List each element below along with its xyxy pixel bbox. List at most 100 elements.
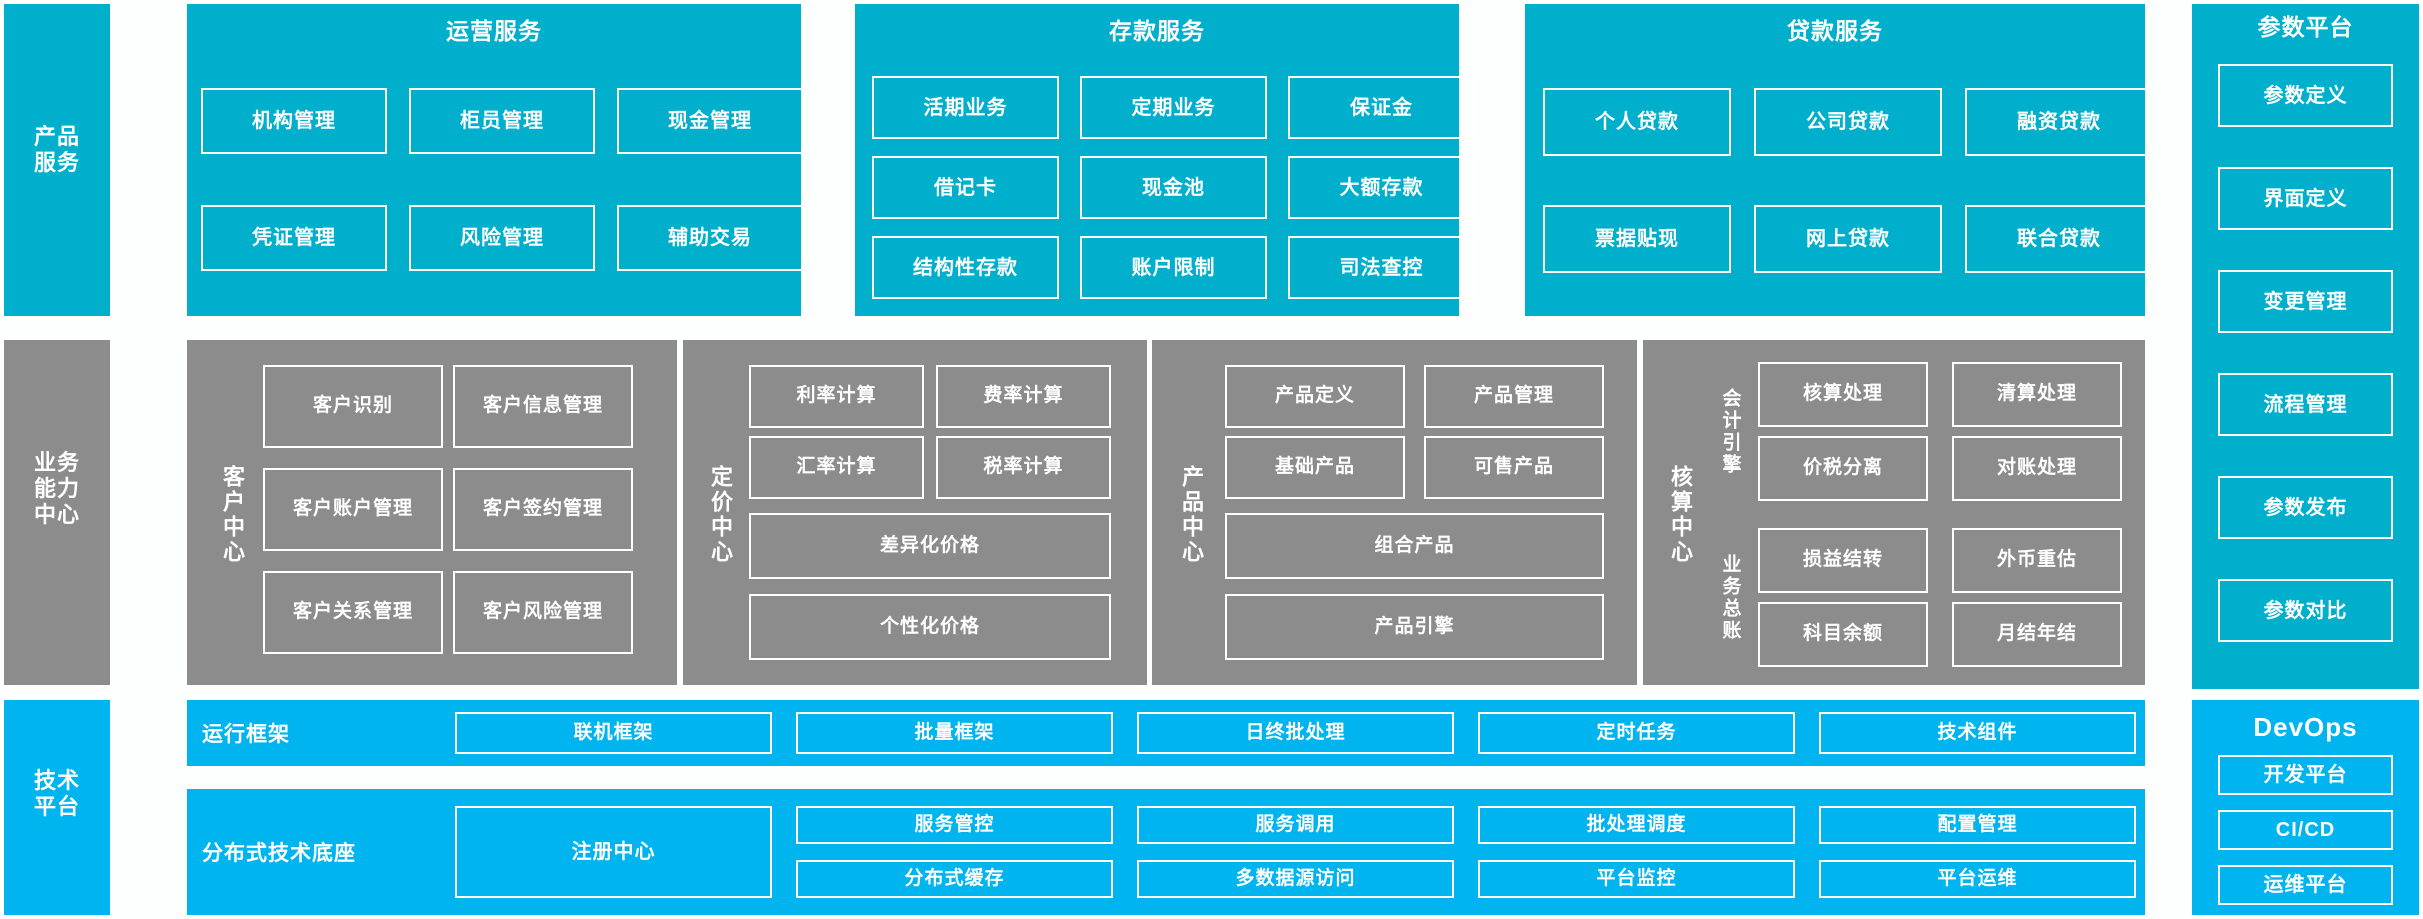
group-title-loan: 贷款服务: [1787, 18, 1883, 44]
card-loan-1[interactable]: 公司贷款: [1754, 88, 1942, 156]
card-base-bottom-2[interactable]: 平台监控: [1478, 860, 1795, 898]
card-pricing-2[interactable]: 汇率计算: [749, 436, 924, 499]
group-customer-center[interactable]: 客户中心 客户识别 客户信息管理 客户账户管理 客户签约管理 客户关系管理 客户…: [187, 340, 677, 685]
card-deposit-8[interactable]: 司法查控: [1288, 236, 1475, 299]
card-deposit-1[interactable]: 定期业务: [1080, 76, 1267, 139]
group-deposit-service[interactable]: 存款服务 活期业务 定期业务 保证金 借记卡 现金池 大额存款 结构性存款 账户…: [855, 4, 1475, 316]
card-devops-2[interactable]: 运维平台: [2218, 865, 2393, 905]
group-title-deposit: 存款服务: [1109, 18, 1205, 44]
group-accounting-center[interactable]: 核算中心 会计引擎 业务总账 核算处理 清算处理 价税分离 对账处理 损益结转 …: [1643, 340, 2145, 685]
card-loan-4[interactable]: 网上贷款: [1754, 205, 1942, 273]
sub-label-accounting-engine: 会计引擎: [1719, 387, 1741, 476]
card-product-0[interactable]: 产品定义: [1225, 365, 1405, 428]
card-param-1[interactable]: 界面定义: [2218, 167, 2393, 230]
card-base-top-0[interactable]: 服务管控: [796, 806, 1113, 844]
group-pricing-center[interactable]: 定价中心 利率计算 费率计算 汇率计算 税率计算 差异化价格 个性化价格: [683, 340, 1147, 685]
product-service-label: 产品服务: [33, 124, 80, 175]
card-loan-0[interactable]: 个人贷款: [1543, 88, 1731, 156]
group-title-operation: 运营服务: [446, 18, 542, 44]
card-customer-4[interactable]: 客户关系管理: [263, 571, 443, 654]
card-pricing-5[interactable]: 个性化价格: [749, 594, 1111, 660]
side-label-product-center: 产品中心: [1179, 465, 1204, 565]
card-deposit-3[interactable]: 借记卡: [872, 156, 1059, 219]
card-loan-3[interactable]: 票据贴现: [1543, 205, 1731, 273]
card-customer-2[interactable]: 客户账户管理: [263, 468, 443, 551]
layer-label-business-capability: 业务能力中心: [4, 340, 110, 685]
panel-parameter-platform[interactable]: 参数平台 参数定义 界面定义 变更管理 流程管理 参数发布 参数对比: [2192, 4, 2419, 689]
side-label-accounting-center: 核算中心: [1668, 465, 1693, 565]
layer-label-technology-platform: 技术平台: [4, 700, 110, 915]
card-accounting-5[interactable]: 外币重估: [1952, 528, 2122, 593]
card-loan-2[interactable]: 融资贷款: [1965, 88, 2153, 156]
card-param-0[interactable]: 参数定义: [2218, 64, 2393, 127]
card-deposit-4[interactable]: 现金池: [1080, 156, 1267, 219]
group-product-center[interactable]: 产品中心 产品定义 产品管理 基础产品 可售产品 组合产品 产品引擎: [1152, 340, 1637, 685]
card-accounting-4[interactable]: 损益结转: [1758, 528, 1928, 593]
parameter-platform-title: 参数平台: [2257, 14, 2354, 40]
card-deposit-6[interactable]: 结构性存款: [872, 236, 1059, 299]
card-base-bottom-1[interactable]: 多数据源访问: [1137, 860, 1454, 898]
card-pricing-0[interactable]: 利率计算: [749, 365, 924, 428]
panel-devops[interactable]: DevOps 开发平台 CI/CD 运维平台: [2192, 700, 2419, 915]
card-runtime-1[interactable]: 批量框架: [796, 712, 1113, 754]
card-deposit-5[interactable]: 大额存款: [1288, 156, 1475, 219]
card-accounting-2[interactable]: 价税分离: [1758, 436, 1928, 501]
card-customer-1[interactable]: 客户信息管理: [453, 365, 633, 448]
card-runtime-0[interactable]: 联机框架: [455, 712, 772, 754]
card-devops-1[interactable]: CI/CD: [2218, 810, 2393, 850]
card-param-4[interactable]: 参数发布: [2218, 476, 2393, 539]
card-base-top-1[interactable]: 服务调用: [1137, 806, 1454, 844]
card-operation-0[interactable]: 机构管理: [201, 88, 387, 154]
side-label-customer-center: 客户中心: [220, 465, 245, 565]
card-deposit-2[interactable]: 保证金: [1288, 76, 1475, 139]
card-product-2[interactable]: 基础产品: [1225, 436, 1405, 499]
card-registry-center[interactable]: 注册中心: [455, 806, 772, 898]
card-base-top-3[interactable]: 配置管理: [1819, 806, 2136, 844]
card-product-5[interactable]: 产品引擎: [1225, 594, 1604, 660]
card-operation-3[interactable]: 凭证管理: [201, 205, 387, 271]
card-operation-5[interactable]: 辅助交易: [617, 205, 803, 271]
card-accounting-0[interactable]: 核算处理: [1758, 362, 1928, 427]
card-runtime-3[interactable]: 定时任务: [1478, 712, 1795, 754]
card-param-3[interactable]: 流程管理: [2218, 373, 2393, 436]
card-pricing-4[interactable]: 差异化价格: [749, 513, 1111, 579]
side-label-pricing-center: 定价中心: [708, 465, 733, 565]
card-deposit-7[interactable]: 账户限制: [1080, 236, 1267, 299]
card-loan-5[interactable]: 联合贷款: [1965, 205, 2153, 273]
row-runtime-framework[interactable]: 运行框架 联机框架 批量框架 日终批处理 定时任务 技术组件: [187, 700, 2145, 766]
card-accounting-6[interactable]: 科目余额: [1758, 602, 1928, 667]
layer-label-product-service: 产品服务: [4, 4, 110, 316]
card-base-bottom-0[interactable]: 分布式缓存: [796, 860, 1113, 898]
card-base-bottom-3[interactable]: 平台运维: [1819, 860, 2136, 898]
card-pricing-1[interactable]: 费率计算: [936, 365, 1111, 428]
card-param-2[interactable]: 变更管理: [2218, 270, 2393, 333]
card-operation-4[interactable]: 风险管理: [409, 205, 595, 271]
card-customer-0[interactable]: 客户识别: [263, 365, 443, 448]
card-devops-0[interactable]: 开发平台: [2218, 755, 2393, 795]
card-base-top-2[interactable]: 批处理调度: [1478, 806, 1795, 844]
row-distributed-base[interactable]: 分布式技术底座 注册中心 服务管控 服务调用 批处理调度 配置管理 分布式缓存 …: [187, 789, 2145, 915]
card-operation-1[interactable]: 柜员管理: [409, 88, 595, 154]
row-label-distributed-base: 分布式技术底座: [202, 842, 356, 865]
card-runtime-4[interactable]: 技术组件: [1819, 712, 2136, 754]
card-param-5[interactable]: 参数对比: [2218, 579, 2393, 642]
card-pricing-3[interactable]: 税率计算: [936, 436, 1111, 499]
group-operation-service[interactable]: 运营服务 机构管理 柜员管理 现金管理 凭证管理 风险管理 辅助交易: [187, 4, 803, 316]
technology-platform-label: 技术平台: [33, 768, 80, 819]
card-accounting-3[interactable]: 对账处理: [1952, 436, 2122, 501]
group-loan-service[interactable]: 贷款服务 个人贷款 公司贷款 融资贷款 票据贴现 网上贷款 联合贷款: [1525, 4, 2153, 316]
card-product-1[interactable]: 产品管理: [1424, 365, 1604, 428]
card-deposit-0[interactable]: 活期业务: [872, 76, 1059, 139]
row-label-runtime-framework: 运行框架: [202, 723, 290, 746]
card-operation-2[interactable]: 现金管理: [617, 88, 803, 154]
card-product-4[interactable]: 组合产品: [1225, 513, 1604, 579]
card-runtime-2[interactable]: 日终批处理: [1137, 712, 1454, 754]
card-accounting-7[interactable]: 月结年结: [1952, 602, 2122, 667]
card-product-3[interactable]: 可售产品: [1424, 436, 1604, 499]
sub-label-business-ledger: 业务总账: [1719, 553, 1741, 642]
devops-title: DevOps: [2253, 712, 2358, 742]
card-customer-3[interactable]: 客户签约管理: [453, 468, 633, 551]
card-accounting-1[interactable]: 清算处理: [1952, 362, 2122, 427]
card-customer-5[interactable]: 客户风险管理: [453, 571, 633, 654]
